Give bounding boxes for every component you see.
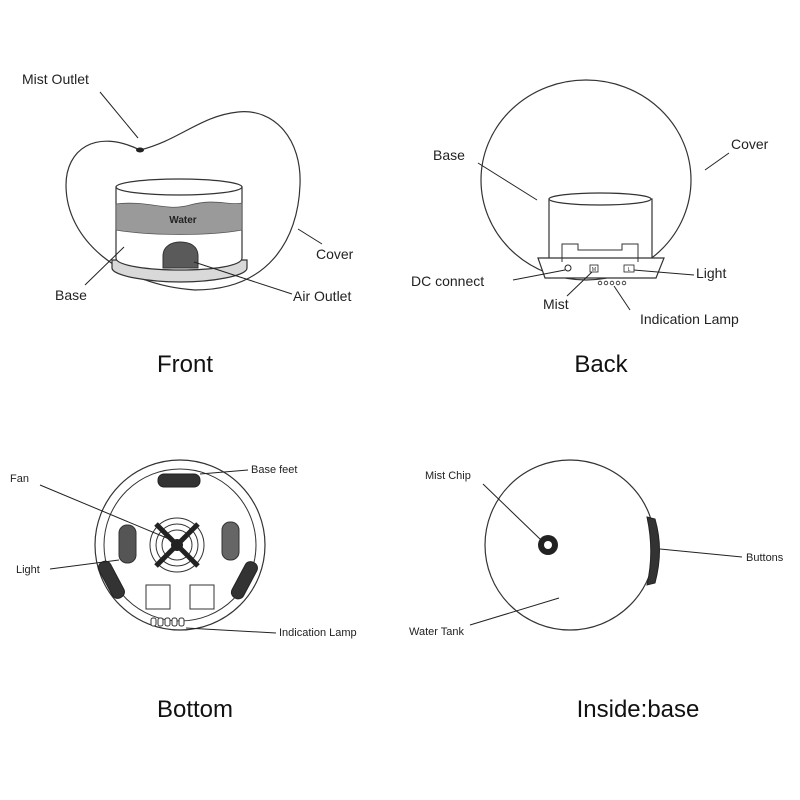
front-tank-top [115, 178, 243, 196]
back-panel [561, 243, 639, 262]
back-cover-outline [480, 79, 692, 281]
light-button-glyph: L [628, 267, 631, 273]
front-view: Water Mist Outlet Cover Base Air Outlet … [22, 71, 354, 378]
leader-mist-chip [482, 483, 541, 540]
indication-lamp-cell [178, 617, 185, 627]
light-button [623, 264, 635, 273]
leader-air-outlet [193, 261, 293, 295]
label-buttons: Buttons [746, 552, 784, 564]
bottom-outer-ring [94, 459, 266, 631]
leader-bottom-light [49, 559, 120, 570]
fan-ring [161, 529, 193, 561]
label-light: Light [696, 265, 726, 281]
base-foot-left [97, 560, 125, 599]
fan-hub [171, 539, 183, 551]
mist-button [589, 264, 599, 273]
mist-chip-center [544, 541, 552, 549]
buttons-strip [646, 516, 660, 586]
indication-lamp-cell [164, 617, 171, 627]
leader-light [633, 269, 695, 276]
indication-lamp-cell [150, 617, 157, 627]
fan [149, 517, 205, 573]
back-view: M L Base Cover DC connect Light Mist Ind… [411, 79, 769, 378]
caption-bottom: Bottom [157, 696, 233, 723]
light-pad-left [118, 524, 137, 564]
indication-lamp-dot [615, 280, 621, 286]
back-tank-body [548, 198, 653, 263]
indication-lamp-dot [597, 280, 603, 286]
leader-cover [297, 228, 323, 245]
label-dc-connect: DC connect [411, 273, 484, 289]
bottom-indication-lamps [150, 617, 185, 627]
leader-water-tank [469, 597, 560, 626]
label-cover: Cover [316, 246, 354, 262]
base-foot-right [230, 561, 258, 600]
back-indication-lamps [597, 280, 627, 286]
bottom-socket-left [145, 584, 171, 610]
dc-connect-port [564, 264, 572, 272]
label-mist-outlet: Mist Outlet [22, 71, 89, 87]
label-mist: Mist [543, 296, 569, 312]
front-cover-outline [65, 111, 301, 291]
label-bottom-indication-lamp: Indication Lamp [279, 627, 357, 639]
leader-base [84, 246, 125, 286]
leader-mist-outlet [99, 91, 139, 139]
mist-outlet-hole [136, 147, 144, 153]
leader-buttons [659, 548, 743, 558]
back-base-tray [537, 257, 665, 279]
mist-button-glyph: M [592, 267, 596, 273]
water-label: Water [169, 215, 197, 226]
leader-bottom-indication-lamp [185, 627, 277, 634]
light-pad-right [221, 521, 240, 561]
label-fan: Fan [10, 473, 29, 485]
label-back-cover: Cover [731, 136, 769, 152]
label-back-base: Base [433, 147, 465, 163]
indication-lamp-dot [603, 280, 609, 286]
label-air-outlet: Air Outlet [293, 288, 351, 304]
caption-back: Back [574, 351, 628, 378]
label-base-feet: Base feet [251, 464, 297, 476]
back-tank-top [548, 192, 652, 206]
inside-base-view: Mist Chip Buttons Water Tank Inside:base [409, 459, 784, 723]
label-indication-lamp: Indication Lamp [640, 311, 739, 327]
bottom-view: Fan Base feet Light Indication Lamp Bott… [10, 459, 357, 723]
leader-back-base [477, 162, 538, 201]
bottom-socket-right [189, 584, 215, 610]
label-mist-chip: Mist Chip [425, 470, 471, 482]
leader-base-feet [199, 469, 249, 475]
indication-lamp-dot [609, 280, 615, 286]
base-foot-top [157, 473, 201, 488]
label-water-tank: Water Tank [409, 626, 465, 638]
indication-lamp-dot [621, 280, 627, 286]
indication-lamp-cell [171, 617, 178, 627]
label-base: Base [55, 287, 87, 303]
caption-front: Front [157, 351, 213, 378]
water-level [115, 201, 243, 235]
fan-ring [149, 517, 205, 573]
indication-lamp-cell [157, 617, 164, 627]
leader-dc-connect [512, 269, 566, 281]
water-tank-outline [484, 459, 656, 631]
leader-mist [566, 271, 593, 297]
leader-back-cover [704, 152, 730, 171]
fan-ring [155, 523, 199, 567]
caption-inside-base: Inside:base [577, 696, 700, 723]
leader-indication-lamp [613, 285, 631, 311]
air-outlet [162, 241, 199, 269]
label-bottom-light: Light [16, 564, 40, 576]
leader-fan [39, 484, 175, 542]
